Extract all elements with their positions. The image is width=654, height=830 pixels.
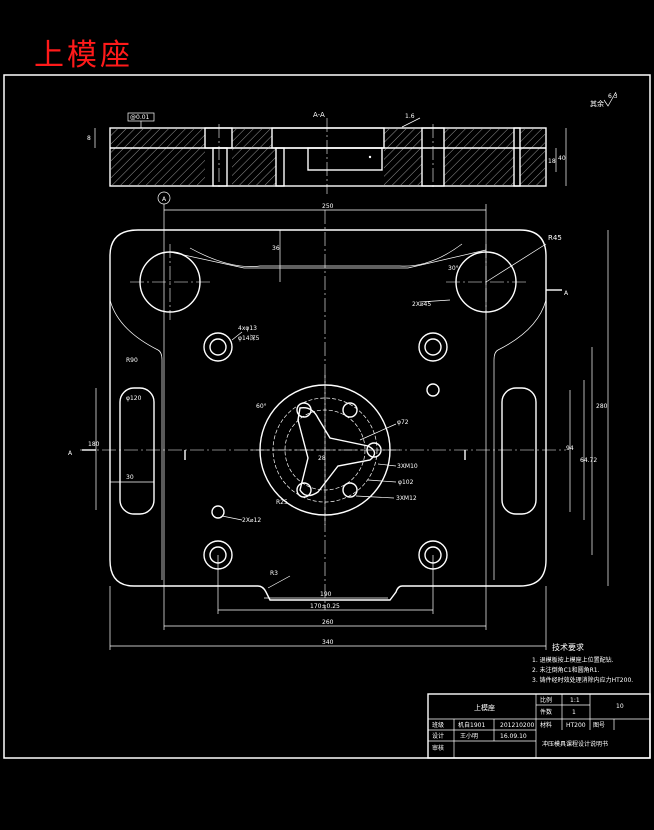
hole-label-2: φ14深5 xyxy=(238,334,260,342)
dim-94: 94 xyxy=(566,445,574,452)
tb-qty: 1 xyxy=(572,709,576,716)
dim-r90: R90 xyxy=(126,357,138,364)
tb-class: 机自1901 xyxy=(458,721,485,729)
dim-190: 190 xyxy=(320,591,332,598)
slot-left xyxy=(119,387,155,515)
dim-d72: φ72 xyxy=(397,419,409,426)
plate-outline xyxy=(109,229,547,601)
tb-designer: 王小明 xyxy=(460,732,478,740)
pin-hole-left xyxy=(211,505,225,519)
section-label: A-A xyxy=(313,111,325,119)
dim-r3: R3 xyxy=(270,570,278,577)
tb-reviewer-label: 审核 xyxy=(432,744,444,752)
dim-side-8: 8 xyxy=(87,135,91,142)
roughness-main: 1.6 xyxy=(405,113,415,120)
section-right-a: A xyxy=(564,290,569,297)
plan-view: A R45 2X⌀45 30° A 4xφ13 φ14深5 xyxy=(68,191,609,650)
tb-student-id: 201210200 xyxy=(500,722,535,729)
screw-holes xyxy=(203,332,448,570)
dim-36: 36 xyxy=(272,245,280,252)
tb-material-label: 材料 xyxy=(540,721,552,729)
slot-right xyxy=(501,387,537,515)
dim-260: 260 xyxy=(322,619,334,626)
tb-qty-label: 件数 xyxy=(540,708,552,716)
section-left-a: A xyxy=(68,450,73,457)
tb-drawing-label: 图号 xyxy=(593,722,605,729)
tb-part-name: 上模座 xyxy=(474,703,495,712)
tb-ratio: 1:1 xyxy=(570,697,580,704)
note-2: 2. 未注倒角C1和圆角R1. xyxy=(532,666,600,674)
dim-3x10: 3XM10 xyxy=(397,463,418,470)
dim-left-180: 180 xyxy=(88,441,100,448)
note-1: 1. 退模板按上模座上位置配钻. xyxy=(532,656,614,664)
dim-d102: φ102 xyxy=(398,479,414,486)
dim-340: 340 xyxy=(322,639,334,646)
title-block: 上模座 比例 1:1 件数 1 10 材料 HT200 图号 班级 机自1901… xyxy=(427,693,651,759)
sheet-frame xyxy=(3,74,651,759)
dim-side-18: 18 xyxy=(548,158,556,165)
tb-designer-label: 设计 xyxy=(432,732,444,740)
punch-profile xyxy=(297,407,376,497)
section-marker-letter: A xyxy=(162,196,167,203)
tb-school: 冲压模具课程设计说明书 xyxy=(542,740,608,748)
roughness-all-label: 其余 xyxy=(590,99,604,108)
dim-170: 170±0.25 xyxy=(310,603,340,610)
dim-angle-60: 60° xyxy=(256,403,267,410)
dim-3x12: 3XM12 xyxy=(396,495,417,502)
dim-64: 64.72 xyxy=(580,457,597,464)
pin-label: 2X⌀12 xyxy=(242,517,261,524)
hole-label-1: 4xφ13 xyxy=(238,325,257,332)
technical-notes: 技术要求 1. 退模板按上模座上位置配钻. 2. 未注倒角C1和圆角R1. 3.… xyxy=(532,642,633,684)
dim-r45: R45 xyxy=(548,234,562,242)
roughness-all-value: 6.3 xyxy=(608,93,618,100)
guide-holes-label: 2X⌀45 xyxy=(412,301,431,308)
page-title: 上模座 xyxy=(34,38,133,73)
tb-class-label: 班级 xyxy=(432,721,444,729)
notes-heading: 技术要求 xyxy=(552,642,584,652)
dim-left-30: 30 xyxy=(126,474,134,481)
section-view: A-A @0.01 1.6 8 18 40 xyxy=(87,111,567,194)
dim-r25: R25 xyxy=(276,499,288,506)
datum-tag-text: @0.01 xyxy=(130,114,150,121)
dim-280: 280 xyxy=(596,403,608,410)
tb-material: HT200 xyxy=(566,722,586,729)
note-3: 3. 铸件经时效处理消除内应力HT200. xyxy=(532,676,633,684)
dim-250: 250 xyxy=(322,203,334,210)
center-mark: 28 xyxy=(318,455,326,462)
dim-side-40: 40 xyxy=(558,155,566,162)
dim-angle-30: 30° xyxy=(448,265,459,272)
pin-hole-right xyxy=(426,383,440,397)
tb-sheet-no: 10 xyxy=(616,703,624,710)
dim-left-r: φ120 xyxy=(126,395,142,402)
tb-date: 16.09.10 xyxy=(500,733,527,740)
tb-ratio-label: 比例 xyxy=(540,696,552,704)
